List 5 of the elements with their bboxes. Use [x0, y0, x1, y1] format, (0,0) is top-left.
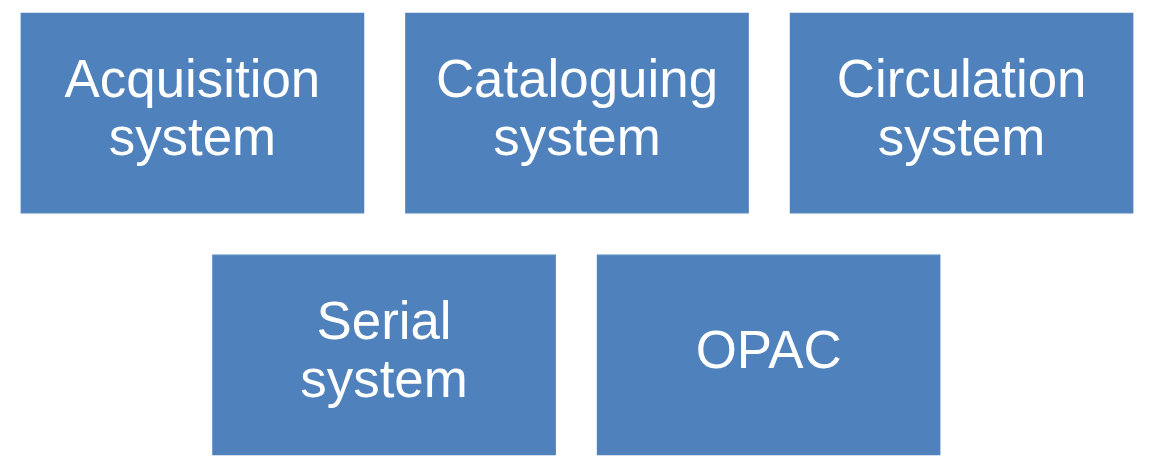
node-box: OPAC [596, 254, 940, 456]
node-box: Circulation system [789, 12, 1133, 214]
node-box: Acquisition system [20, 12, 364, 214]
node-box: Serial system [211, 254, 556, 456]
node-box: Cataloguing system [404, 12, 749, 214]
